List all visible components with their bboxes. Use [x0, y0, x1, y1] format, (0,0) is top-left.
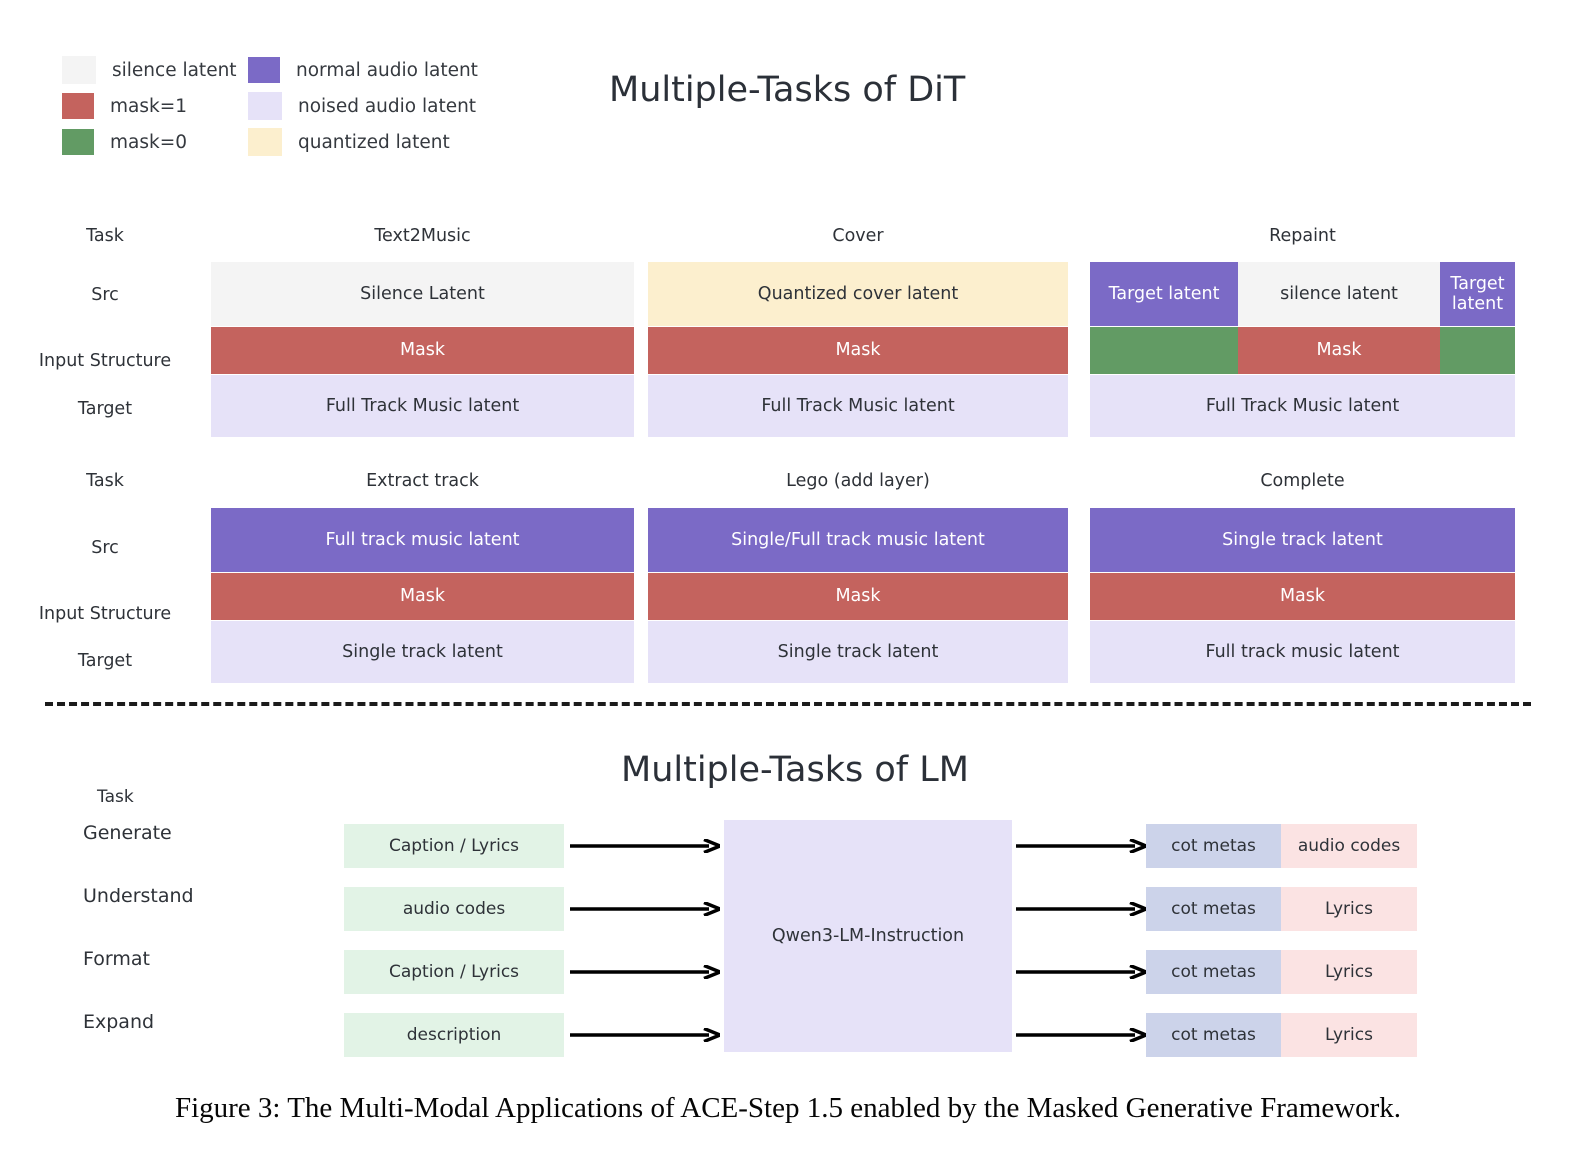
lm-output-cot-metas: cot metas [1146, 824, 1281, 868]
src-block: Target latent [1090, 262, 1238, 326]
lm-output-payload: Lyrics [1281, 887, 1417, 931]
lm-task-label: Format [83, 948, 150, 970]
row-label-task: Task [86, 226, 124, 246]
lm-model-box: Qwen3-LM-Instruction [724, 820, 1012, 1052]
legend-swatch-icon [62, 129, 94, 155]
src-block: Full track music latent [211, 508, 634, 572]
lm-input-box: Caption / Lyrics [344, 950, 564, 994]
lm-output-payload: Lyrics [1281, 1013, 1417, 1057]
lm-output-arrow-icon [1016, 902, 1146, 916]
src-block: Silence Latent [211, 262, 634, 326]
mask-block: Mask [211, 327, 634, 374]
legend-swatch-icon [248, 92, 282, 120]
row-label-task: Task [86, 471, 124, 491]
mask-block: Mask [211, 573, 634, 620]
row-label-src: Src [91, 285, 119, 305]
mask-block: Mask [1090, 573, 1515, 620]
legend-item: mask=0 [62, 124, 237, 160]
lm-input-box: audio codes [344, 887, 564, 931]
task-column-title: Complete [1260, 471, 1345, 491]
lm-task-label: Expand [83, 1011, 155, 1033]
src-block: Quantized cover latent [648, 262, 1068, 326]
legend-item-label: normal audio latent [296, 59, 478, 81]
target-block: Single track latent [211, 621, 634, 683]
lm-input-arrow-icon [570, 965, 720, 979]
legend-swatch-icon [248, 57, 280, 83]
legend-item-label: noised audio latent [298, 95, 477, 117]
lm-input-box: description [344, 1013, 564, 1057]
lm-output-payload: audio codes [1281, 824, 1417, 868]
lm-output-arrow-icon [1016, 965, 1146, 979]
row-label-input-structure: Input Structure [38, 351, 172, 371]
lm-output-arrow-icon [1016, 839, 1146, 853]
task-column-title: Repaint [1269, 226, 1336, 246]
src-block: silence latent [1238, 262, 1440, 326]
legend-column-right: normal audio latent noised audio latent qu… [248, 52, 478, 160]
mask-block [1440, 327, 1515, 374]
legend-swatch-icon [248, 128, 282, 156]
lm-input-arrow-icon [570, 902, 720, 916]
legend-item-label: mask=0 [110, 131, 187, 153]
src-block: Target latent [1440, 262, 1515, 326]
task-column-title: Text2Music [374, 226, 471, 246]
task-column-title: Extract track [366, 471, 479, 491]
lm-input-box: Caption / Lyrics [344, 824, 564, 868]
target-block: Full track music latent [1090, 621, 1515, 683]
lm-section-title: Multiple-Tasks of LM [621, 750, 969, 790]
src-block: Single/Full track music latent [648, 508, 1068, 572]
task-column-title: Lego (add layer) [786, 471, 930, 491]
lm-task-header: Task [97, 787, 134, 807]
lm-output-payload: Lyrics [1281, 950, 1417, 994]
target-block: Single track latent [648, 621, 1068, 683]
legend-item: noised audio latent [248, 88, 478, 124]
legend-item: silence latent [62, 52, 237, 88]
mask-block [1090, 327, 1238, 374]
lm-output-cot-metas: cot metas [1146, 950, 1281, 994]
row-label-target: Target [77, 399, 133, 419]
mask-block: Mask [648, 327, 1068, 374]
legend-swatch-icon [62, 56, 96, 84]
legend-item-label: quantized latent [298, 131, 450, 153]
legend-item-label: silence latent [112, 59, 237, 81]
legend-item: quantized latent [248, 124, 478, 160]
target-block: Full Track Music latent [1090, 375, 1515, 437]
figure-caption: Figure 3: The Multi-Modal Applications o… [174, 1092, 1402, 1124]
lm-output-arrow-icon [1016, 1028, 1146, 1042]
src-block: Single track latent [1090, 508, 1515, 572]
legend-column-left: silence latent mask=1 mask=0 [62, 52, 237, 160]
section-divider [45, 702, 1531, 706]
mask-block: Mask [1238, 327, 1440, 374]
row-label-input-structure: Input Structure [38, 604, 172, 624]
dit-section-title: Multiple-Tasks of DiT [609, 70, 966, 110]
target-block: Full Track Music latent [648, 375, 1068, 437]
task-column-title: Cover [832, 226, 884, 246]
lm-task-label: Generate [83, 822, 172, 844]
legend-item: normal audio latent [248, 52, 478, 88]
target-block: Full Track Music latent [211, 375, 634, 437]
lm-output-cot-metas: cot metas [1146, 887, 1281, 931]
lm-input-arrow-icon [570, 839, 720, 853]
row-label-target: Target [77, 651, 133, 671]
legend-item: mask=1 [62, 88, 237, 124]
legend-item-label: mask=1 [110, 95, 187, 117]
row-label-src: Src [91, 538, 119, 558]
lm-task-label: Understand [83, 885, 194, 907]
lm-input-arrow-icon [570, 1028, 720, 1042]
lm-output-cot-metas: cot metas [1146, 1013, 1281, 1057]
legend-swatch-icon [62, 93, 94, 119]
mask-block: Mask [648, 573, 1068, 620]
